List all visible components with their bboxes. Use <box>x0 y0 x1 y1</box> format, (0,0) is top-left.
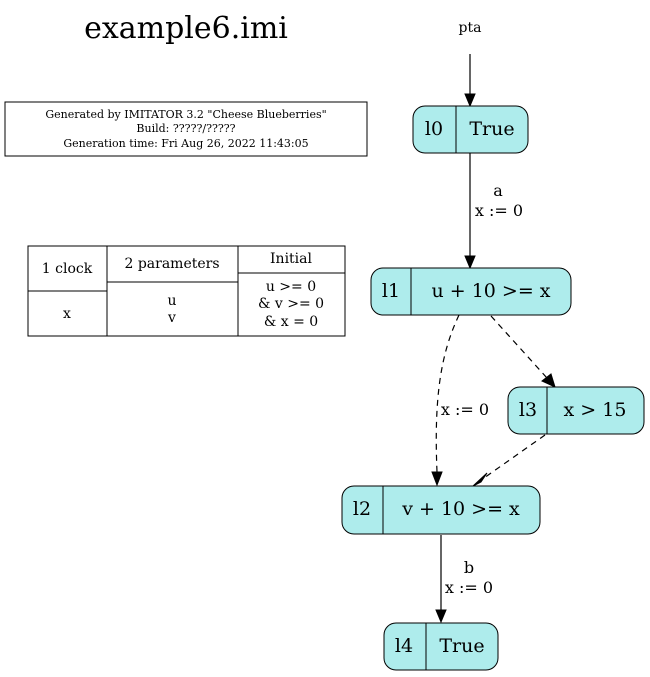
node-l0-box <box>412 105 529 154</box>
clocks-header: 1 clock <box>42 261 93 277</box>
initial-value-line2: & v >= 0 <box>258 296 324 312</box>
arrowhead <box>541 373 556 388</box>
parameters-header: 2 parameters <box>124 256 219 272</box>
edge-l3-l2 <box>483 434 546 479</box>
node-l0[interactable]: l0 True <box>412 105 529 154</box>
arrowhead <box>472 472 488 487</box>
edge-l2-l4-action: b <box>464 558 474 577</box>
initial-value-line1: u >= 0 <box>266 279 316 295</box>
node-l4[interactable]: l4 True <box>383 622 499 671</box>
node-l1[interactable]: l1 u + 10 >= x <box>370 267 572 316</box>
node-l2-box <box>341 485 541 535</box>
node-l4-box <box>383 622 499 671</box>
info-build: Build: ?????/????? <box>136 122 235 135</box>
edge-l1-l2-update: x := 0 <box>441 400 489 419</box>
edge-l0-l1-update: x := 0 <box>475 201 523 220</box>
info-box-border <box>4 101 368 157</box>
info-generated-by: Generated by IMITATOR 3.2 "Cheese Bluebe… <box>45 108 326 121</box>
initial-value-line3: & x = 0 <box>264 314 318 330</box>
node-l3-name: l3 <box>519 399 537 421</box>
node-l4-name: l4 <box>395 635 413 657</box>
arrowhead <box>464 255 476 270</box>
node-l3-box <box>507 386 645 435</box>
clocks-value: x <box>63 306 71 322</box>
node-l2[interactable]: l2 v + 10 >= x <box>341 485 541 535</box>
node-l3[interactable]: l3 x > 15 <box>507 386 645 435</box>
parameters-value-u: u <box>167 293 176 309</box>
edge-l1-l2 <box>435 314 460 473</box>
node-l0-name: l0 <box>425 118 443 140</box>
initial-header: Initial <box>270 251 312 267</box>
edge-l2-l4-update: x := 0 <box>445 578 493 597</box>
start-label: pta <box>459 20 482 36</box>
node-l0-invariant: True <box>469 118 514 140</box>
node-l1-invariant: u + 10 >= x <box>431 280 550 302</box>
info-box: Generated by IMITATOR 3.2 "Cheese Bluebe… <box>4 101 368 157</box>
parameters-value-v: v <box>167 310 176 326</box>
node-l3-invariant: x > 15 <box>564 399 627 421</box>
node-l4-invariant: True <box>439 635 484 657</box>
node-l2-invariant: v + 10 >= x <box>401 498 520 520</box>
variables-table: 1 clock x 2 parameters u v Initial u >= … <box>27 245 346 337</box>
edge-l0-l1-action: a <box>493 181 503 200</box>
node-l2-name: l2 <box>353 498 371 520</box>
node-l1-box <box>370 267 572 316</box>
arrowhead <box>464 93 476 108</box>
arrowhead <box>431 471 443 487</box>
node-l1-name: l1 <box>382 280 400 302</box>
edges: a x := 0 x := 0 b x := 0 <box>431 54 556 624</box>
arrowhead <box>435 609 447 624</box>
edge-l1-l3 <box>490 315 548 379</box>
info-generation-time: Generation time: Fri Aug 26, 2022 11:43:… <box>63 137 308 150</box>
diagram-title: example6.imi <box>84 11 288 46</box>
